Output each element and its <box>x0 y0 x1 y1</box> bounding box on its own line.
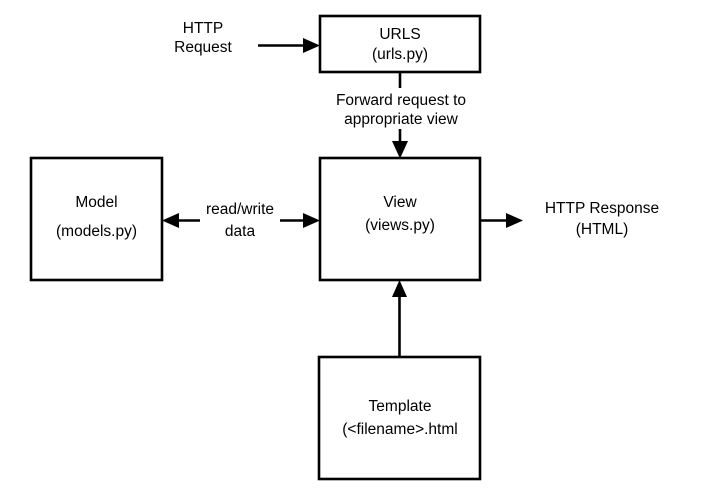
node-view-box[interactable] <box>318 156 482 282</box>
node-urls[interactable]: URLS (urls.py) <box>318 14 482 74</box>
forward-request-arrow-head-icon <box>392 141 408 159</box>
node-template-label-line2: (<filename>.html <box>342 421 457 438</box>
node-urls-label-line1: URLS <box>379 26 420 43</box>
node-template-box[interactable] <box>317 355 482 481</box>
label-forward-request-line1: Forward request to <box>336 92 466 109</box>
read-write-left-arrow-head-icon <box>162 213 179 228</box>
node-model-label-line1: Model <box>75 194 117 211</box>
label-http-request-line2: Request <box>174 39 232 56</box>
edge-view-to-model <box>162 213 200 228</box>
http-request-arrow-head-icon <box>303 38 320 53</box>
node-view-label-line2: (views.py) <box>365 217 435 234</box>
edge-view-to-http-response <box>480 213 523 228</box>
node-view[interactable]: View (views.py) <box>318 156 482 282</box>
edge-http-request-to-urls <box>258 38 320 53</box>
label-forward-request-line2: appropriate view <box>344 111 459 128</box>
label-read-write-line2: data <box>225 223 256 240</box>
label-http-response-line2: (HTML) <box>576 221 629 238</box>
node-urls-label-line2: (urls.py) <box>372 46 428 63</box>
edge-template-to-view <box>392 280 407 357</box>
node-model[interactable]: Model (models.py) <box>29 156 164 282</box>
node-template[interactable]: Template (<filename>.html <box>317 355 482 481</box>
node-model-label-line2: (models.py) <box>56 223 137 240</box>
label-http-request-line1: HTTP <box>183 20 223 37</box>
label-http-response-line1: HTTP Response <box>545 200 659 217</box>
edge-urls-to-view <box>392 72 408 159</box>
read-write-right-arrow-head-icon <box>303 213 320 228</box>
edge-model-to-view <box>280 213 320 228</box>
node-template-label-line1: Template <box>369 398 432 415</box>
http-response-arrow-head-icon <box>506 213 523 228</box>
node-model-box[interactable] <box>29 156 164 282</box>
node-urls-box[interactable] <box>318 14 482 74</box>
label-read-write-line1: read/write <box>206 201 274 218</box>
node-view-label-line1: View <box>383 194 417 211</box>
template-arrow-head-icon <box>392 280 407 297</box>
